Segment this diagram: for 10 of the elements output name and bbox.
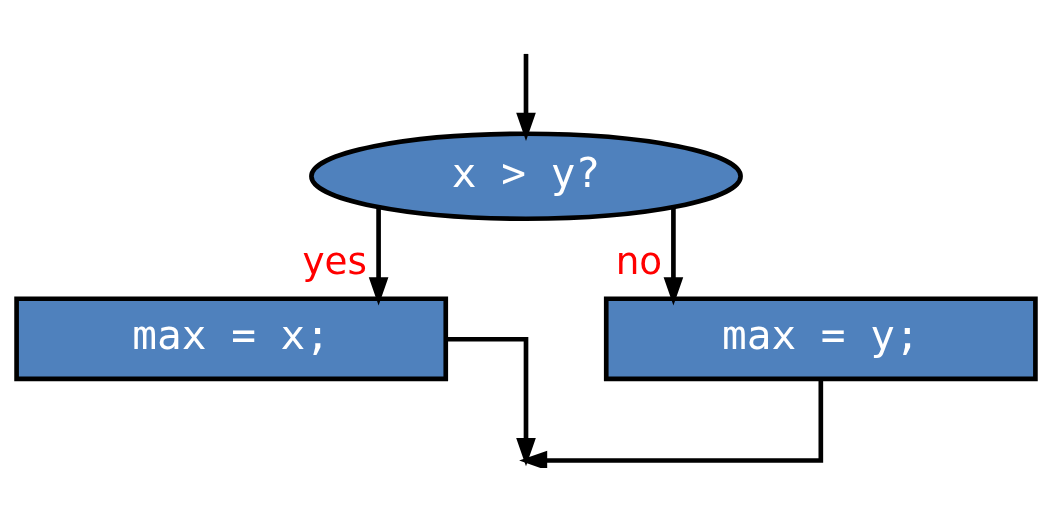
arrow	[446, 336, 536, 467]
node-ellipse: x > y?	[309, 131, 743, 222]
arrow	[663, 207, 684, 306]
node-box: max = y;	[603, 296, 1038, 382]
edge-label: yes	[302, 238, 367, 283]
arrow	[516, 53, 536, 141]
arrow	[368, 207, 389, 306]
arrow	[519, 379, 824, 468]
node-box: max = x;	[14, 296, 449, 382]
edge-label: no	[615, 238, 663, 283]
